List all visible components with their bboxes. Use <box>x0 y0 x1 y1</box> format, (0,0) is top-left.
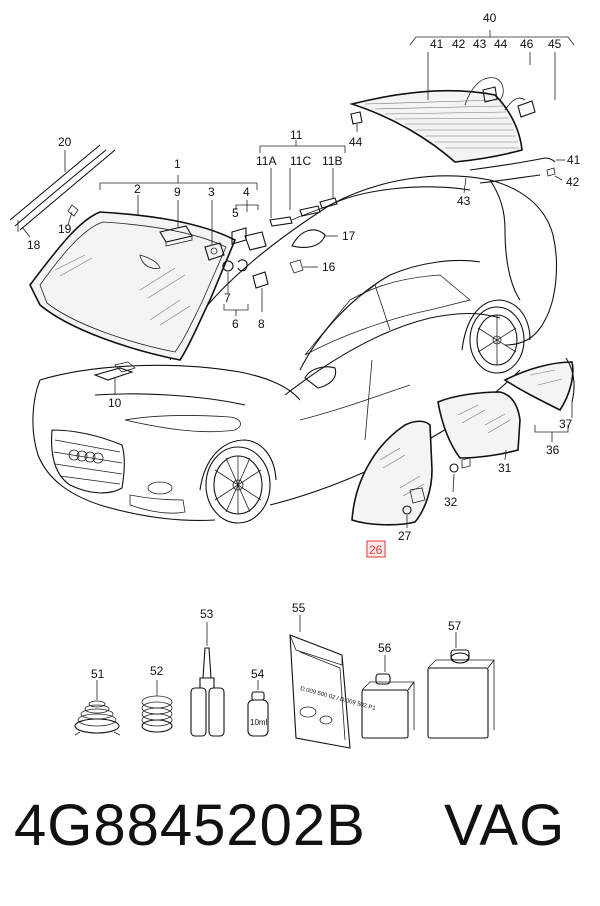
rear-wheel <box>469 306 525 374</box>
callout-11c: 11C <box>290 154 311 168</box>
cleaner-can-56 <box>361 655 415 739</box>
callout-17: 17 <box>342 229 356 243</box>
callout-43: 43 <box>457 194 471 208</box>
callout-8: 8 <box>258 317 265 331</box>
front-wheel <box>205 446 271 524</box>
callout-41: 41 <box>567 153 581 167</box>
callout-labels: 1 2 9 3 4 5 7 6 8 10 11 11A 11C 11B 17 1… <box>27 11 581 558</box>
callout-16: 16 <box>322 260 336 274</box>
callout-36: 36 <box>546 443 560 457</box>
callout-56: 56 <box>378 641 392 655</box>
callout-52: 52 <box>150 664 164 678</box>
windscreen <box>29 211 237 361</box>
quarter-glass-36 <box>503 361 574 412</box>
callout-18: 18 <box>27 238 41 252</box>
callout-20: 20 <box>58 135 72 149</box>
callout-26: 26 <box>369 543 383 557</box>
callout-7: 7 <box>224 291 231 305</box>
callout-27: 27 <box>398 529 412 543</box>
callout-1: 1 <box>174 157 181 171</box>
primer-bottle-54: 10ml <box>247 680 269 737</box>
callout-42: 42 <box>566 175 580 189</box>
callout-53: 53 <box>200 607 214 621</box>
callout-4: 4 <box>243 185 250 199</box>
wiper-trim <box>9 144 116 232</box>
cord-coil-51 <box>74 680 121 736</box>
callout-44: 44 <box>349 135 363 149</box>
callout-44-top: 44 <box>494 37 508 51</box>
callout-40: 40 <box>483 11 497 25</box>
car-body <box>32 175 557 524</box>
adhesive-cartridge-53 <box>190 622 225 737</box>
callout-41-top: 41 <box>430 37 444 51</box>
callout-51: 51 <box>91 667 105 681</box>
callout-5: 5 <box>232 206 239 220</box>
large-can-57 <box>427 632 495 739</box>
callout-11a: 11A <box>256 154 276 168</box>
callout-57: 57 <box>448 619 462 633</box>
brand-label: VAG <box>444 793 566 858</box>
audi-rings-icon <box>68 449 104 464</box>
packet-55: D.009 500 02 / D.009 502 P1 <box>289 615 377 749</box>
bottle-label: 10ml <box>250 718 268 727</box>
cord-coil-52 <box>141 680 173 733</box>
callout-10: 10 <box>108 396 122 410</box>
callout-3: 3 <box>208 185 215 199</box>
door-glass <box>351 357 575 526</box>
rear-door-glass-31 <box>437 391 521 459</box>
callout-42-top: 42 <box>452 37 466 51</box>
callout-6: 6 <box>232 317 239 331</box>
part-number: 4G8845202B <box>14 793 366 858</box>
rear-window <box>349 77 556 184</box>
callout-46: 46 <box>520 37 534 51</box>
highlight-box-26 <box>366 540 386 558</box>
products-row: 10ml D.009 500 02 / D.009 502 P1 <box>74 601 495 749</box>
small-parts-cluster <box>93 197 338 381</box>
callout-37: 37 <box>559 417 573 431</box>
callout-54: 54 <box>251 667 265 681</box>
callout-9: 9 <box>174 185 181 199</box>
callout-11b: 11B <box>322 154 342 168</box>
callout-45: 45 <box>548 37 562 51</box>
callout-55: 55 <box>292 601 306 615</box>
callout-43-top: 43 <box>473 37 487 51</box>
callout-11: 11 <box>290 128 303 142</box>
callout-19: 19 <box>58 222 72 236</box>
callout-32: 32 <box>444 495 458 509</box>
callout-31: 31 <box>498 461 512 475</box>
leader-lines <box>21 30 575 528</box>
front-door-glass-26 <box>351 420 433 526</box>
callout-2: 2 <box>134 182 141 196</box>
